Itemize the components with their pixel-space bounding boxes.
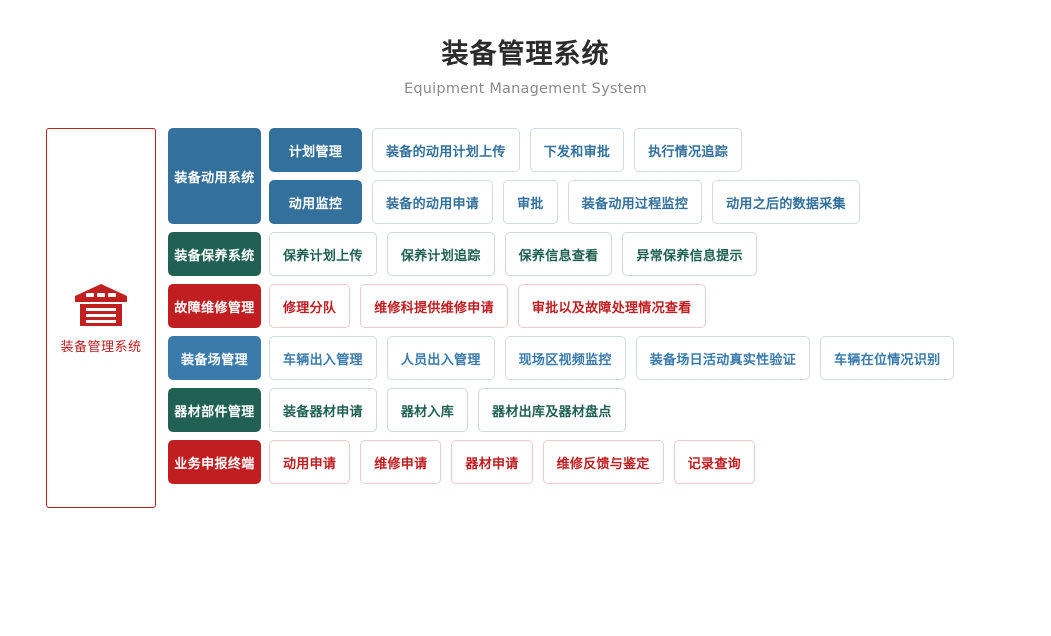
row-category-fault-repair[interactable]: 故障维修管理 xyxy=(168,284,261,328)
module-item[interactable]: 保养计划上传 xyxy=(269,232,377,276)
sidebar-label: 装备管理系统 xyxy=(60,339,142,355)
page-subtitle: Equipment Management System xyxy=(404,81,647,97)
sub-category-dispatch-monitoring[interactable]: 动用监控 xyxy=(269,180,362,224)
lane-plan-management: 计划管理 装备的动用计划上传 下发和审批 执行情况追踪 xyxy=(269,128,1038,172)
module-item[interactable]: 器材出库及器材盘点 xyxy=(478,388,626,432)
row-category-parts-management[interactable]: 器材部件管理 xyxy=(168,388,261,432)
module-item[interactable]: 现场区视频监控 xyxy=(504,336,626,380)
warehouse-icon xyxy=(73,282,129,328)
module-item[interactable]: 器材入库 xyxy=(386,388,469,432)
module-item[interactable]: 记录查询 xyxy=(673,440,755,484)
module-grid: 装备动用系统 计划管理 装备的动用计划上传 下发和审批 执行情况追踪 动用监控 … xyxy=(168,128,1038,492)
module-item[interactable]: 动用之后的数据采集 xyxy=(712,180,860,224)
row-category-declaration-terminal[interactable]: 业务申报终端 xyxy=(168,440,261,484)
module-row-yard-management: 装备场管理 车辆出入管理 人员出入管理 现场区视频监控 装备场日活动真实性验证 … xyxy=(168,336,1038,380)
module-item[interactable]: 审批 xyxy=(503,180,558,224)
module-item[interactable]: 维修申请 xyxy=(360,440,442,484)
row-category-maintenance[interactable]: 装备保养系统 xyxy=(168,232,261,276)
module-item[interactable]: 车辆出入管理 xyxy=(269,336,377,380)
module-item[interactable]: 装备场日活动真实性验证 xyxy=(635,336,811,380)
lane-dispatch-monitoring: 动用监控 装备的动用申请 审批 装备动用过程监控 动用之后的数据采集 xyxy=(269,180,1038,224)
row-category-equipment-dispatch[interactable]: 装备动用系统 xyxy=(168,128,261,224)
module-item[interactable]: 下发和审批 xyxy=(529,128,625,172)
module-item[interactable]: 装备的动用计划上传 xyxy=(372,128,520,172)
module-item[interactable]: 装备的动用申请 xyxy=(372,180,494,224)
module-item[interactable]: 动用申请 xyxy=(269,440,351,484)
module-row-maintenance: 装备保养系统 保养计划上传 保养计划追踪 保养信息查看 异常保养信息提示 xyxy=(168,232,1038,276)
module-item[interactable]: 执行情况追踪 xyxy=(634,128,743,172)
module-row-equipment-dispatch: 装备动用系统 计划管理 装备的动用计划上传 下发和审批 执行情况追踪 动用监控 … xyxy=(168,128,1038,224)
module-item[interactable]: 器材申请 xyxy=(451,440,533,484)
page-header: 装备管理系统 Equipment Management System xyxy=(0,38,1051,100)
lane-group: 计划管理 装备的动用计划上传 下发和审批 执行情况追踪 动用监控 装备的动用申请… xyxy=(269,128,1038,224)
module-item[interactable]: 修理分队 xyxy=(269,284,351,328)
row-category-yard-management[interactable]: 装备场管理 xyxy=(168,336,261,380)
module-item[interactable]: 车辆在位情况识别 xyxy=(820,336,955,380)
module-item[interactable]: 人员出入管理 xyxy=(386,336,495,380)
module-item[interactable]: 维修科提供维修申请 xyxy=(360,284,508,328)
sub-category-plan-management[interactable]: 计划管理 xyxy=(269,128,362,172)
module-row-parts-management: 器材部件管理 装备器材申请 器材入库 器材出库及器材盘点 xyxy=(168,388,1038,432)
module-item[interactable]: 装备器材申请 xyxy=(269,388,377,432)
system-sidebar[interactable]: 装备管理系统 xyxy=(46,128,156,508)
module-item[interactable]: 异常保养信息提示 xyxy=(622,232,757,276)
module-item[interactable]: 审批以及故障处理情况查看 xyxy=(517,284,706,328)
module-item[interactable]: 维修反馈与鉴定 xyxy=(542,440,664,484)
module-row-declaration-terminal: 业务申报终端 动用申请 维修申请 器材申请 维修反馈与鉴定 记录查询 xyxy=(168,440,1038,484)
module-item[interactable]: 装备动用过程监控 xyxy=(567,180,703,224)
page-title: 装备管理系统 xyxy=(441,39,610,70)
module-item[interactable]: 保养计划追踪 xyxy=(386,232,495,276)
module-item[interactable]: 保养信息查看 xyxy=(504,232,613,276)
module-row-fault-repair: 故障维修管理 修理分队 维修科提供维修申请 审批以及故障处理情况查看 xyxy=(168,284,1038,328)
